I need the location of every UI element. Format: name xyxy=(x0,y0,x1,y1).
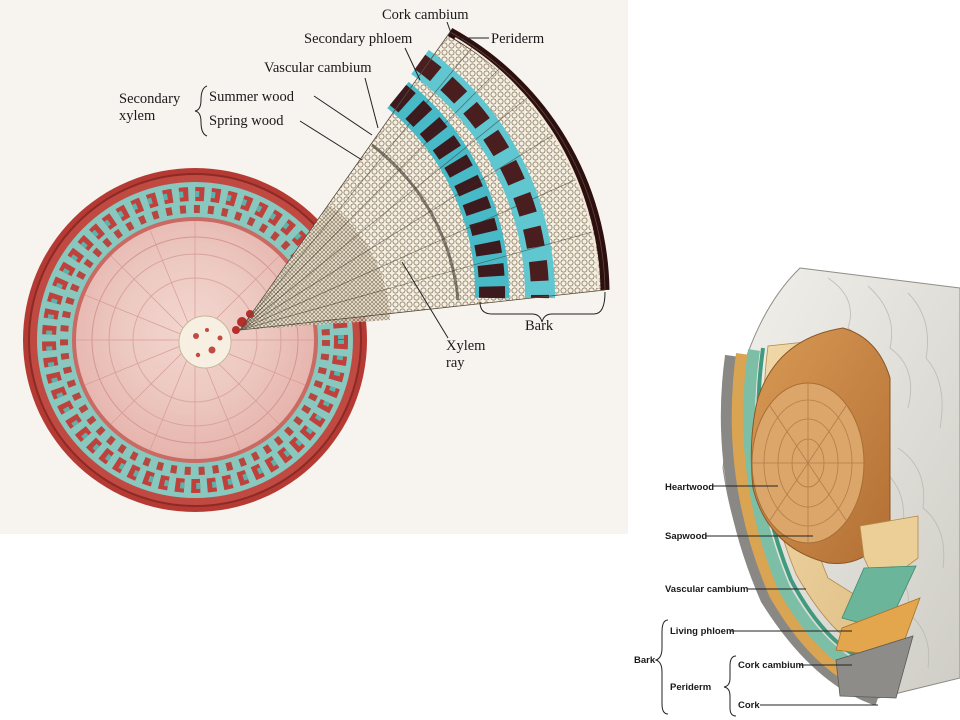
micrograph-labels: Cork cambium Periderm Secondary phloem V… xyxy=(119,7,554,371)
label-bark: Bark xyxy=(525,318,554,334)
leader-vascular-cambium xyxy=(364,77,379,129)
label-secondary-phloem: Secondary phloem xyxy=(304,31,413,47)
trunk-cylinder xyxy=(720,267,960,706)
label-vascular-cambium-illus: Vascular cambium xyxy=(665,584,748,595)
illustration-labels: Heartwood Sapwood Vascular cambium Livin… xyxy=(634,482,804,711)
pith xyxy=(178,315,232,369)
label-cork-cambium: Cork cambium xyxy=(382,7,469,23)
label-periderm: Periderm xyxy=(491,31,545,47)
magnified-wedge xyxy=(232,28,610,334)
leader-secondary-phloem xyxy=(404,47,421,81)
label-vascular-cambium: Vascular cambium xyxy=(264,60,372,76)
leader-cork-cambium xyxy=(446,21,452,34)
brace-secondary-xylem xyxy=(194,85,208,137)
leader-summer-wood xyxy=(313,95,373,136)
micrograph-drawing: Cork cambium Periderm Secondary phloem V… xyxy=(23,7,610,512)
label-xylem-ray-line2: ray xyxy=(446,355,465,371)
stem-cross-section-micrograph: Cork cambium Periderm Secondary phloem V… xyxy=(0,0,628,534)
stem-disc xyxy=(23,168,367,512)
label-summer-wood: Summer wood xyxy=(209,89,295,105)
illustration-leader-lines xyxy=(654,485,878,717)
brace-bark-illus xyxy=(654,619,669,715)
leader-spring-wood xyxy=(299,120,363,161)
label-heartwood: Heartwood xyxy=(665,482,714,493)
label-cork-cambium-illus: Cork cambium xyxy=(738,660,804,671)
label-living-phloem: Living phloem xyxy=(670,626,734,637)
brace-periderm-illus xyxy=(723,655,737,717)
illustration-drawing: Heartwood Sapwood Vascular cambium Livin… xyxy=(634,267,960,717)
label-sapwood: Sapwood xyxy=(665,531,707,542)
label-periderm-illus: Periderm xyxy=(670,682,711,693)
leader-xylem-ray xyxy=(401,261,449,339)
label-xylem-ray-line1: Xylem xyxy=(446,338,486,354)
brace-bark xyxy=(479,291,606,323)
trunk-section-illustration: Heartwood Sapwood Vascular cambium Livin… xyxy=(628,258,960,720)
label-bark-illus: Bark xyxy=(634,655,656,666)
micrograph-leader-lines xyxy=(194,21,606,339)
label-secondary-xylem-line1: Secondary xyxy=(119,91,181,107)
label-cork-illus: Cork xyxy=(738,700,760,711)
label-secondary-xylem-line2: xylem xyxy=(119,108,156,124)
label-spring-wood: Spring wood xyxy=(209,113,284,129)
